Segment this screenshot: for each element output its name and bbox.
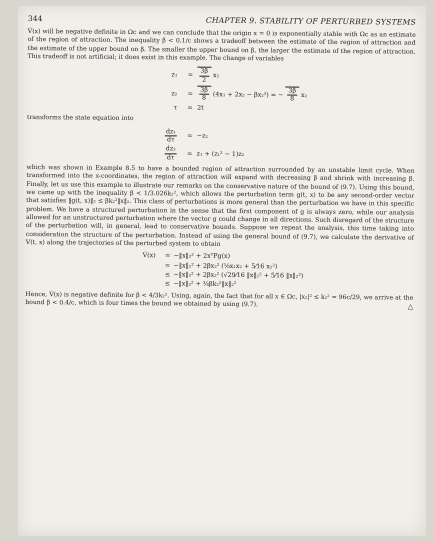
page-content: 344 CHAPTER 9. STABILITY OF PERTURBED SY… bbox=[25, 12, 416, 311]
inequality-line: ≤ −‖x‖₂² + ¾βk₂²‖x‖₂² bbox=[164, 280, 237, 289]
book-page: 344 CHAPTER 9. STABILITY OF PERTURBED SY… bbox=[18, 6, 426, 536]
paragraph-1: V̇(x) will be negative definite in Ωc an… bbox=[27, 27, 416, 63]
running-head: CHAPTER 9. STABILITY OF PERTURBED SYSTEM… bbox=[205, 15, 416, 27]
derivative-inequalities: V̇(x) = −‖x‖₂² + 2xᵀPg(x) = −‖x‖₂² + 2βx… bbox=[25, 251, 413, 290]
equation-tau: τ = 2t bbox=[173, 104, 204, 112]
end-of-example-triangle: △ bbox=[407, 302, 414, 311]
paragraph-2: transforms the state equation into bbox=[26, 114, 134, 123]
page-number: 344 bbox=[27, 13, 43, 24]
paragraph-3: which was shown in Example 8.5 to have a… bbox=[25, 164, 415, 248]
paragraph-4: Hence, V̇(x) is negative definite for β … bbox=[25, 290, 414, 311]
